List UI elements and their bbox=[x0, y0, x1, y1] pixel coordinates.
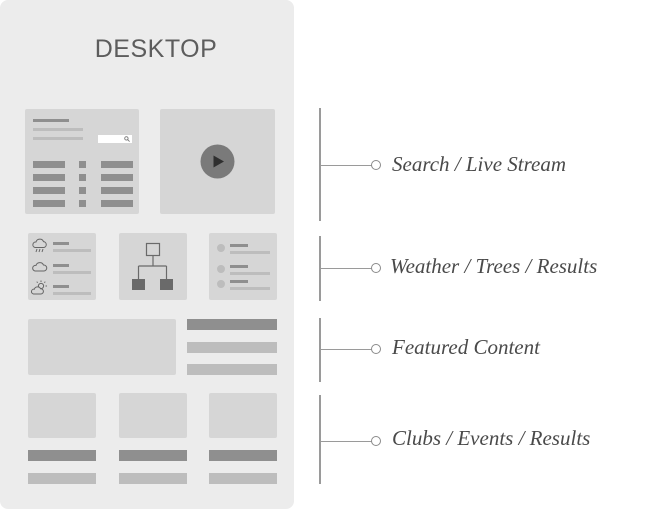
section-label: Search / Live Stream bbox=[392, 152, 566, 176]
result-row-marker bbox=[79, 174, 86, 181]
weather-heading bbox=[53, 285, 69, 288]
connector-dot bbox=[371, 436, 381, 446]
search-input[interactable] bbox=[98, 135, 132, 143]
section-label: Weather / Trees / Results bbox=[390, 254, 598, 278]
section-bracket bbox=[319, 318, 321, 382]
result-bullet bbox=[217, 265, 225, 273]
featured-image bbox=[28, 319, 176, 375]
result-line bbox=[230, 287, 270, 290]
play-icon[interactable] bbox=[200, 144, 235, 179]
result-bullet bbox=[217, 280, 225, 288]
results-title bbox=[209, 450, 277, 461]
result-heading bbox=[230, 244, 248, 247]
search-card-line bbox=[33, 137, 83, 140]
result-row-bar bbox=[33, 187, 65, 194]
featured-headline bbox=[187, 319, 277, 330]
result-row-bar bbox=[101, 161, 133, 168]
result-row-bar bbox=[101, 187, 133, 194]
connector-dot bbox=[371, 344, 381, 354]
section-bracket bbox=[319, 395, 321, 484]
result-row-bar bbox=[33, 200, 65, 207]
events-subtitle bbox=[119, 473, 187, 484]
result-bullet bbox=[217, 244, 225, 252]
results-subtitle bbox=[209, 473, 277, 484]
search-card bbox=[25, 109, 139, 214]
connector-line bbox=[321, 349, 372, 350]
rain-cloud-icon bbox=[32, 238, 47, 253]
live-stream-card bbox=[160, 109, 275, 214]
result-row-bar bbox=[33, 161, 65, 168]
section-label: Clubs / Events / Results bbox=[392, 426, 591, 450]
sun-cloud-icon bbox=[31, 280, 47, 295]
result-row-bar bbox=[101, 200, 133, 207]
weather-card bbox=[28, 233, 96, 300]
connector-dot bbox=[371, 160, 381, 170]
clubs-title bbox=[28, 450, 96, 461]
section-bracket bbox=[319, 108, 321, 221]
trees-card bbox=[119, 233, 187, 300]
result-heading bbox=[230, 265, 248, 268]
events-card bbox=[119, 393, 187, 438]
connector-line bbox=[321, 268, 372, 269]
device-title: DESKTOP bbox=[94, 35, 218, 63]
connector-line bbox=[321, 441, 372, 442]
result-row-bar bbox=[101, 174, 133, 181]
search-icon bbox=[124, 136, 130, 142]
section-bracket bbox=[319, 236, 321, 301]
results-tile bbox=[209, 393, 277, 438]
weather-heading bbox=[53, 242, 69, 245]
result-row-marker bbox=[79, 161, 86, 168]
result-row-marker bbox=[79, 187, 86, 194]
connector-dot bbox=[371, 263, 381, 273]
weather-line bbox=[53, 292, 91, 295]
events-title bbox=[119, 450, 187, 461]
result-row-bar bbox=[33, 174, 65, 181]
weather-line bbox=[53, 271, 91, 274]
result-line bbox=[230, 272, 270, 275]
clubs-card bbox=[28, 393, 96, 438]
search-card-line bbox=[33, 128, 83, 131]
section-label: Featured Content bbox=[392, 335, 540, 359]
clubs-subtitle bbox=[28, 473, 96, 484]
tree-diagram-icon bbox=[132, 242, 173, 290]
cloud-icon bbox=[32, 262, 48, 272]
weather-line bbox=[53, 249, 91, 252]
result-line bbox=[230, 251, 270, 254]
featured-text-line bbox=[187, 364, 277, 375]
featured-text-line bbox=[187, 342, 277, 353]
results-card bbox=[209, 233, 277, 300]
connector-line bbox=[321, 165, 372, 166]
search-card-heading bbox=[33, 119, 69, 122]
weather-heading bbox=[53, 264, 69, 267]
result-row-marker bbox=[79, 200, 86, 207]
result-heading bbox=[230, 280, 248, 283]
